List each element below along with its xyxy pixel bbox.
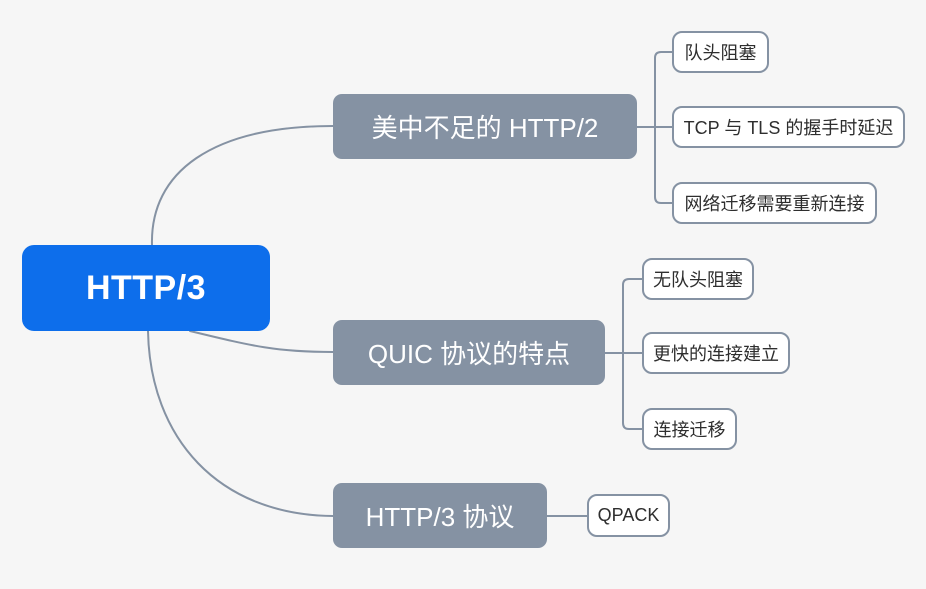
leaf-node-head-of-line-blocking[interactable]: 队头阻塞 (672, 31, 769, 73)
link-root-to-branch-http2-drawbacks (150, 125, 334, 246)
node-root-http3[interactable]: HTTP/3 (22, 245, 270, 331)
leaf-node-no-hol-blocking[interactable]: 无队头阻塞 (642, 258, 754, 300)
leaf-node-network-migration-reconnect[interactable]: 网络迁移需要重新连接 (672, 182, 877, 224)
link-branch2-trunk (622, 278, 643, 430)
branch-node-http2-drawbacks[interactable]: 美中不足的 HTTP/2 (333, 94, 637, 159)
link-root-to-branch-http3-protocol (147, 330, 334, 517)
branch-node-quic-features[interactable]: QUIC 协议的特点 (333, 320, 605, 385)
leaf-node-connection-migration[interactable]: 连接迁移 (642, 408, 737, 450)
branch-node-http3-protocol[interactable]: HTTP/3 协议 (333, 483, 547, 548)
leaf-node-tcp-tls-handshake-delay[interactable]: TCP 与 TLS 的握手时延迟 (672, 106, 905, 148)
leaf-node-qpack[interactable]: QPACK (587, 494, 670, 537)
link-root-to-branch-quic-features (189, 330, 334, 353)
link-branch1-trunk (654, 51, 673, 204)
leaf-node-faster-connection-setup[interactable]: 更快的连接建立 (642, 332, 790, 374)
